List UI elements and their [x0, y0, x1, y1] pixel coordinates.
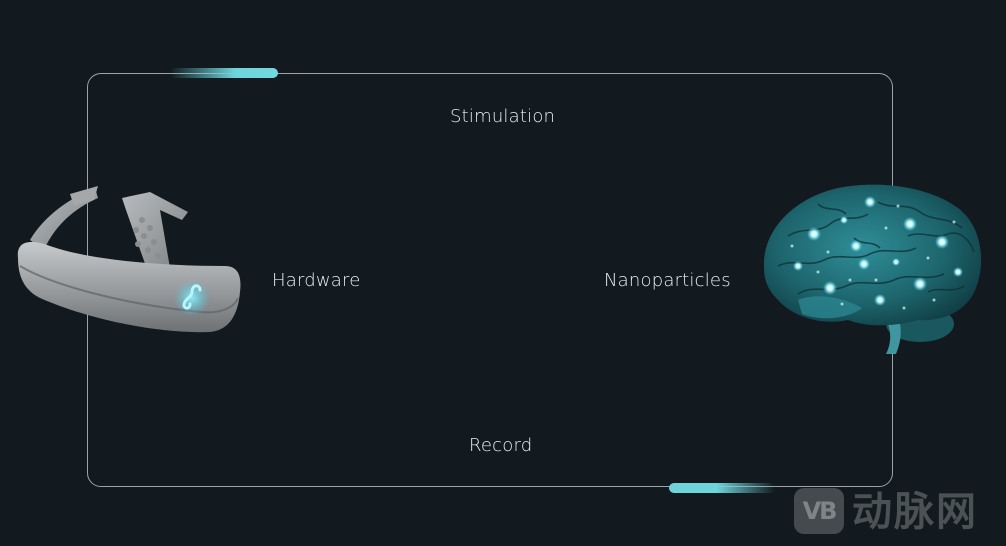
label-nanoparticles: Nanoparticles — [604, 270, 731, 291]
watermark-logo: VB — [794, 488, 844, 534]
label-hardware: Hardware — [272, 270, 361, 291]
watermark-text: 动脉网 — [852, 489, 978, 535]
label-stimulation: Stimulation — [450, 106, 556, 127]
glow-accent-bottom — [669, 483, 775, 493]
label-record: Record — [469, 435, 533, 456]
glow-accent-top — [170, 68, 278, 78]
brain-icon — [763, 184, 982, 354]
headset-icon — [17, 186, 241, 333]
watermark: VB 动脉网 — [794, 488, 1000, 538]
